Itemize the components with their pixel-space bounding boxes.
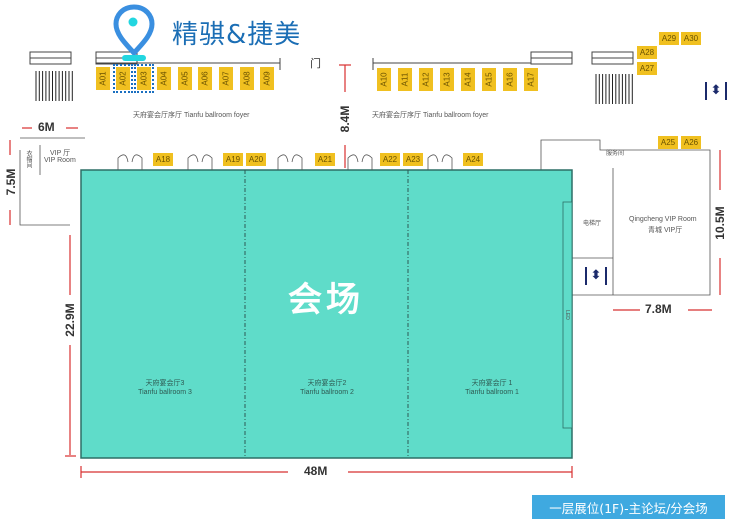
booth-label: A01 (98, 71, 108, 86)
booth-label: A08 (242, 71, 252, 86)
booth-label: A04 (159, 71, 169, 86)
booth-label: A24 (465, 155, 481, 164)
booth-a12[interactable]: A12 (419, 68, 433, 91)
booth-a30[interactable]: A30 (681, 32, 701, 45)
booth-label: A05 (180, 71, 190, 86)
location-pin-icon (113, 4, 155, 61)
elevator-icon: ⬍ (705, 82, 727, 100)
booth-label: A19 (225, 155, 241, 164)
ballroom-2-cn: 天府宴会厅2 (307, 380, 347, 387)
booth-label: A11 (400, 72, 410, 87)
booth-label: A23 (405, 155, 421, 164)
booth-a16[interactable]: A16 (503, 68, 517, 91)
booth-label: A22 (382, 155, 398, 164)
dimension-7-5m: 7.5M (4, 168, 18, 196)
ballroom-2-en: Tianfu ballroom 2 (300, 389, 354, 396)
booth-a21[interactable]: A21 (315, 153, 335, 166)
ballroom-3-en: Tianfu ballroom 3 (138, 389, 192, 396)
booth-a25[interactable]: A25 (658, 136, 678, 149)
booth-a23[interactable]: A23 (403, 153, 423, 166)
dimension-10-5m: 10.5M (713, 206, 727, 240)
booth-label: A28 (639, 48, 655, 57)
booth-label: A13 (442, 72, 452, 87)
booth-a27[interactable]: A27 (637, 62, 657, 75)
booth-label: A16 (505, 72, 515, 87)
booth-label: A02 (118, 71, 128, 86)
booth-a19[interactable]: A19 (223, 153, 243, 166)
booth-a22[interactable]: A22 (380, 153, 400, 166)
booth-label: A25 (660, 138, 676, 147)
dimension-7-8m: 7.8M (645, 302, 672, 316)
booth-label: A12 (421, 72, 431, 87)
door-label: 门 (310, 58, 321, 70)
booth-label: A09 (262, 71, 272, 86)
ballroom-3-cn: 天府宴会厅3 (145, 380, 185, 387)
led-label: LED (563, 310, 570, 320)
booth-label: A20 (248, 155, 264, 164)
booth-a28[interactable]: A28 (637, 46, 657, 59)
booth-label: A17 (526, 72, 536, 87)
booth-label: A03 (139, 71, 149, 86)
booth-label: A10 (379, 72, 389, 87)
door-icon (187, 154, 213, 170)
elevator-icon: ⬍ (585, 267, 607, 285)
booth-a29[interactable]: A29 (659, 32, 679, 45)
door-icon (277, 154, 303, 170)
qingcheng-room-en: Qingcheng VIP Room (629, 216, 697, 223)
booth-a20[interactable]: A20 (246, 153, 266, 166)
booth-a06[interactable]: A06 (198, 67, 212, 90)
ballroom-1-en: Tianfu ballroom 1 (465, 389, 519, 396)
ballroom-3[interactable]: 天府宴会厅3 Tianfu ballroom 3 (100, 379, 230, 397)
booth-a03[interactable]: A03 (134, 64, 154, 93)
venue-title: 会场 (288, 280, 364, 320)
ballroom-1[interactable]: 天府宴会厅 1 Tianfu ballroom 1 (427, 379, 557, 397)
booth-label: A21 (317, 155, 333, 164)
dimension-6m: 6M (38, 120, 55, 134)
brand-name: 精骐&捷美 (172, 20, 302, 50)
booth-label: A27 (639, 64, 655, 73)
booth-label: A26 (683, 138, 699, 147)
booth-label: A06 (200, 71, 210, 86)
booth-label: A30 (683, 34, 699, 43)
service-room-label: 服务间 (606, 151, 625, 157)
booth-a18[interactable]: A18 (153, 153, 173, 166)
vip-room-en: VIP Room (44, 157, 76, 164)
booth-a24[interactable]: A24 (463, 153, 483, 166)
booth-a07[interactable]: A07 (219, 67, 233, 90)
qingcheng-room-cn: 青城 VIP厅 (648, 227, 683, 234)
dimension-22-9m: 22.9M (63, 303, 77, 337)
booth-a05[interactable]: A05 (178, 67, 192, 90)
booth-a01[interactable]: A01 (96, 67, 110, 90)
foyer-left-label: 天府宴会厅序厅 Tianfu ballroom foyer (133, 112, 250, 119)
booth-label: A18 (155, 155, 171, 164)
booth-label: A14 (463, 72, 473, 87)
booth-a13[interactable]: A13 (440, 68, 454, 91)
door-icon (347, 154, 373, 170)
booth-a15[interactable]: A15 (482, 68, 496, 91)
elevator-hall-label: 电梯厅 (583, 221, 602, 227)
foyer-right-label: 天府宴会厅序厅 Tianfu ballroom foyer (372, 112, 489, 119)
floor-legend: 一层展位(1F)-主论坛/分会场 (532, 495, 725, 519)
booth-label: A29 (661, 34, 677, 43)
dimension-48m: 48M (304, 464, 328, 478)
dimension-8-4m: 8.4M (338, 105, 352, 133)
booth-a11[interactable]: A11 (398, 68, 412, 91)
booth-a04[interactable]: A04 (157, 67, 171, 90)
booth-label: A07 (221, 71, 231, 86)
door-icon (117, 154, 143, 170)
booth-a10[interactable]: A10 (377, 68, 391, 91)
vip-room-cn: VIP 厅 (50, 150, 71, 157)
cloakroom-label: 衣帽间 (25, 150, 31, 168)
booth-a09[interactable]: A09 (260, 67, 274, 90)
ballroom-1-cn: 天府宴会厅 1 (471, 380, 513, 387)
booth-a26[interactable]: A26 (681, 136, 701, 149)
booth-a08[interactable]: A08 (240, 67, 254, 90)
booth-label: A15 (484, 72, 494, 87)
booth-a14[interactable]: A14 (461, 68, 475, 91)
booth-a02[interactable]: A02 (113, 64, 133, 93)
booth-a17[interactable]: A17 (524, 68, 538, 91)
ballroom-2[interactable]: 天府宴会厅2 Tianfu ballroom 2 (262, 379, 392, 397)
door-icon (427, 154, 453, 170)
